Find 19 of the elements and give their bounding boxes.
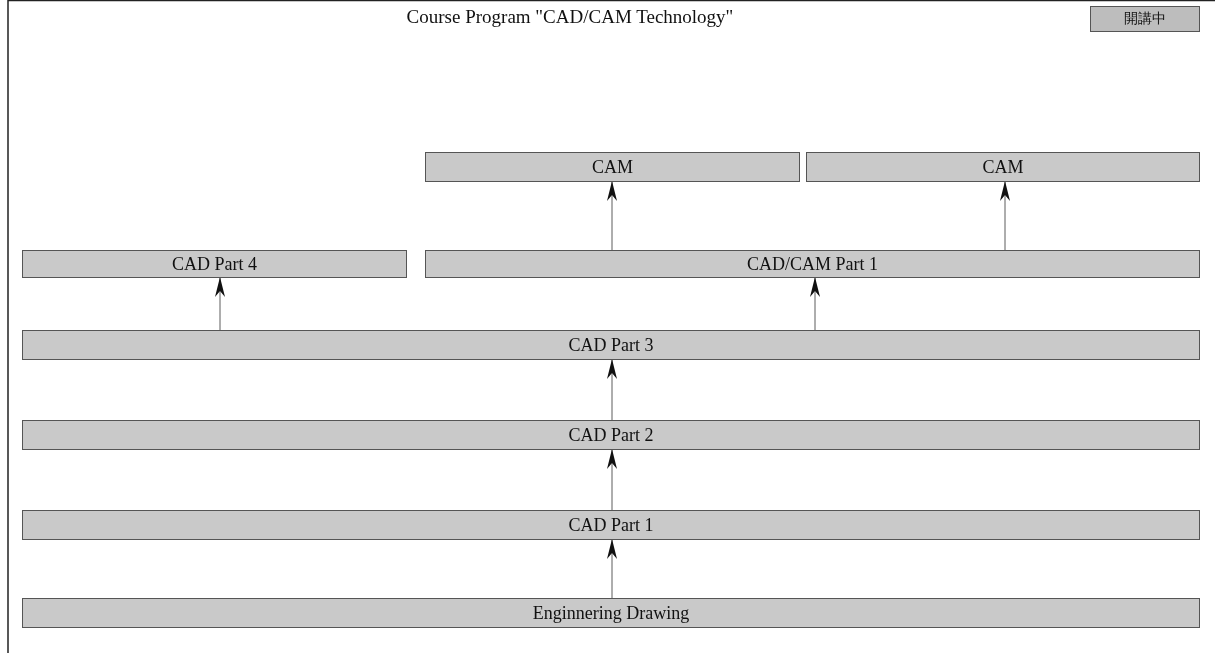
course-name: CAD Part 2 xyxy=(568,424,654,446)
course-name: CAD Part 3 xyxy=(568,334,654,356)
course-box xyxy=(22,250,407,278)
course-name: CAD Part 4 xyxy=(172,253,257,275)
course-box xyxy=(22,510,1200,540)
diagram-title: Course Program "CAD/CAM Technology" xyxy=(405,6,735,28)
course-name: CAM xyxy=(592,156,633,178)
status-label: 開講中 xyxy=(1124,10,1166,28)
course-box xyxy=(22,330,1200,360)
course-box xyxy=(22,420,1200,450)
course-name: CAD Part 1 xyxy=(568,514,654,536)
status-badge xyxy=(1090,6,1200,32)
course-box xyxy=(22,598,1200,628)
course-name: CAM xyxy=(982,156,1024,178)
course-box xyxy=(806,152,1200,182)
course-box xyxy=(425,250,1200,278)
course-name: Enginnering Drawing xyxy=(532,602,690,624)
course-name: CAD/CAM Part 1 xyxy=(747,253,878,275)
course-box xyxy=(425,152,800,182)
